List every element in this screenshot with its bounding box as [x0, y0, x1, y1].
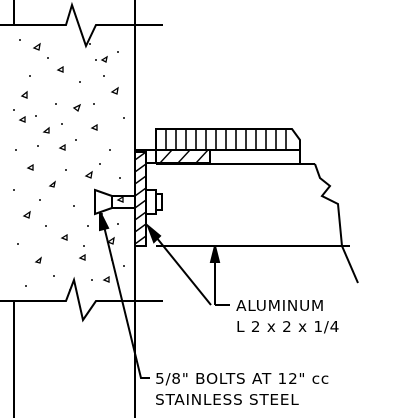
- bolt-note-line1: 5/8" BOLTS AT 12" cc: [155, 370, 330, 388]
- aluminum-angle: [134, 149, 211, 247]
- angle-note-line2: L 2 x 2 x 1/4: [236, 318, 341, 336]
- bolt-nut: [145, 189, 157, 215]
- anchor-bolt: [94, 188, 163, 216]
- beam-leader-arrow: [145, 222, 162, 244]
- panel-hatch-lines: [165, 129, 287, 150]
- panel-hatch-block: [155, 128, 301, 164]
- beam-leader: [151, 231, 212, 306]
- aluminum-member: [155, 128, 359, 284]
- bolt-note-line2: STAINLESS STEEL: [155, 391, 300, 409]
- angle-note-line1: ALUMINUM: [236, 297, 325, 315]
- angle-hatch: [134, 149, 209, 245]
- bolt-shank: [112, 195, 135, 209]
- bolt-washer: [155, 193, 163, 211]
- leaders: [99, 211, 230, 379]
- beam-bottom-return: [341, 245, 359, 284]
- concrete-stipple: [18, 42, 124, 283]
- wall-top-break-line: [0, 1, 163, 49]
- concrete-dots: [13, 39, 125, 291]
- bolt-leader: [101, 217, 150, 379]
- beam-break-line: [314, 163, 343, 247]
- bolt-leader-arrow: [99, 211, 110, 232]
- bolt-anchor-head: [94, 188, 113, 216]
- angle-leader-arrow: [209, 245, 221, 263]
- wall-bottom-break-line: [0, 276, 163, 323]
- wall-lower-continuation: [13, 0, 136, 418]
- angle-vertical-leg: [134, 151, 147, 247]
